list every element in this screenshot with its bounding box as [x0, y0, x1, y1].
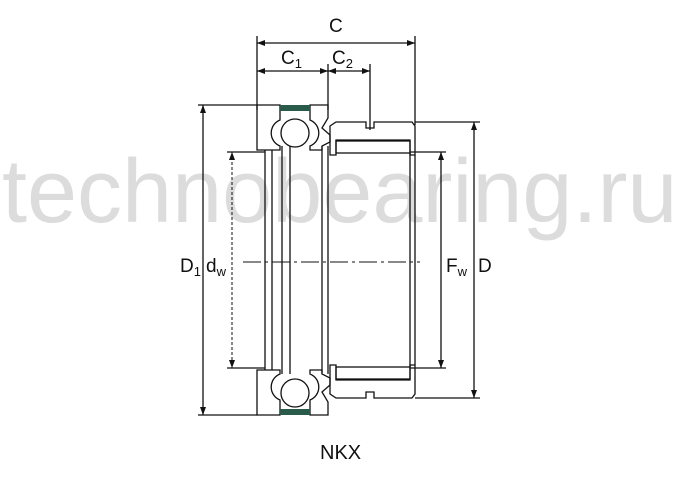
- inner-ring-lines: [264, 146, 416, 374]
- label-c1: C1: [281, 48, 302, 71]
- needle-ring-section: [329, 121, 416, 399]
- dimension-c2: C2: [328, 48, 371, 130]
- label-fw: Fw: [446, 256, 468, 279]
- dimension-d: D: [415, 121, 492, 399]
- dimension-c1: C1: [257, 48, 329, 110]
- label-d1: D1: [180, 256, 201, 279]
- needle-roller-top: [335, 140, 411, 154]
- caption: NKX: [320, 442, 361, 464]
- ball-top: [280, 118, 310, 148]
- watermark: technobearing.ru: [2, 142, 677, 242]
- dimension-d1: D1: [180, 104, 257, 416]
- ball-bottom: [280, 378, 310, 408]
- label-d: D: [478, 256, 492, 277]
- label-c2: C2: [332, 48, 353, 71]
- dimension-c: C: [256, 16, 416, 125]
- dimension-dw: dw: [206, 151, 265, 369]
- label-c: C: [329, 16, 343, 37]
- label-dw: dw: [206, 256, 227, 279]
- needle-roller-bottom: [335, 366, 411, 380]
- dimension-fw: Fw: [410, 151, 468, 369]
- thrust-ball-section: [256, 104, 331, 416]
